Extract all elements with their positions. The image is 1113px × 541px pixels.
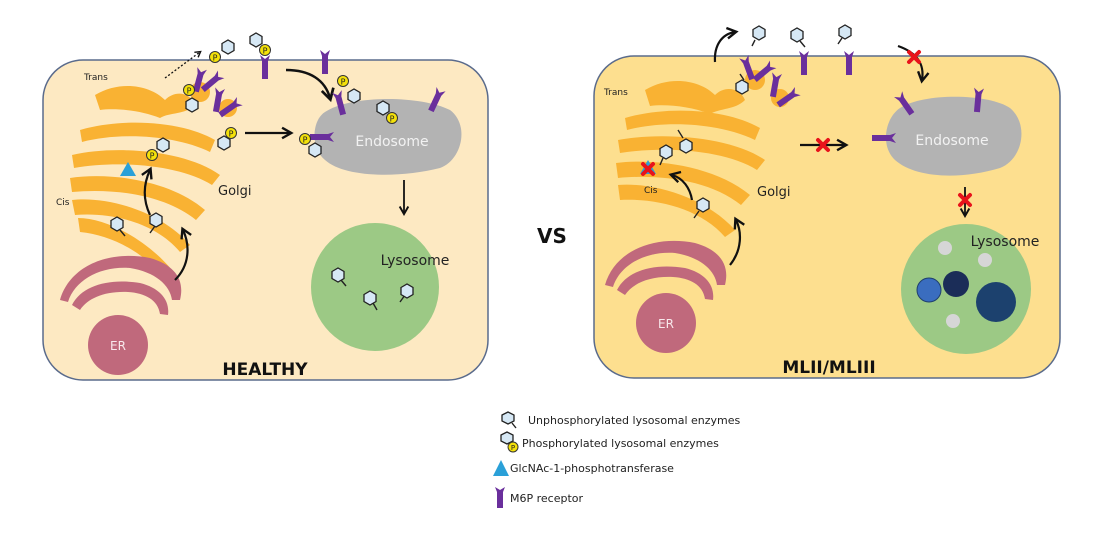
healthy-golgi-label: Golgi — [218, 184, 252, 199]
legend-item-phosphorylated: P Phosphorylated lysosomal enzymes — [500, 431, 800, 455]
legend-label: M6P receptor — [510, 492, 584, 505]
healthy-er-label: ER — [110, 339, 126, 353]
disease-trans-label: Trans — [603, 88, 628, 98]
unphosphorylated-enzyme-icon — [399, 283, 414, 303]
healthy-lysosome-label: Lysosome — [381, 253, 450, 269]
phosphorylated-enzyme-icon: P — [500, 431, 519, 453]
legend-item-m6p-receptor: M6P receptor — [495, 487, 800, 510]
healthy-title: HEALTHY — [222, 360, 308, 380]
disease-arrow-secretion — [713, 26, 739, 63]
legend-label: Phosphorylated lysosomal enzymes — [522, 437, 719, 450]
svg-text:P: P — [511, 444, 515, 452]
accumulated-storage-material — [916, 241, 1016, 328]
healthy-arrow-membrane-to-endosome — [285, 68, 335, 103]
healthy-panel: ER Endosome Lysosome Trans Cis Golgi HEA… — [42, 32, 489, 381]
unphosphorylated-enzyme-icon — [677, 129, 693, 154]
disease-golgi-label: Golgi — [757, 185, 791, 200]
unphosphorylated-enzyme-icon — [363, 290, 378, 311]
glcnac-triangle-icon — [493, 460, 509, 476]
unphosphorylated-enzyme-icon — [659, 144, 673, 166]
healthy-arrow-er-to-golgi — [174, 226, 192, 281]
m6p-receptor-icon — [495, 487, 505, 508]
disease-arrow-er-to-golgi — [729, 216, 745, 266]
legend-label: GlcNAc-1-phosphotransferase — [510, 462, 674, 475]
unphosphorylated-enzyme-icon — [331, 267, 347, 287]
unphosphorylated-enzyme-icon — [751, 25, 766, 47]
legend-item-unphosphorylated: Unphosphorylated lysosomal enzymes — [500, 410, 800, 430]
disease-arrow-to-cis — [668, 170, 694, 201]
unphosphorylated-enzyme-icon — [837, 24, 852, 45]
healthy-lysosome — [311, 223, 439, 351]
phosphorylated-enzyme-icon — [209, 39, 235, 63]
unphosphorylated-enzyme-icon — [501, 411, 517, 429]
phosphorylated-enzyme-icon — [249, 32, 271, 56]
healthy-arrow-cis-to-mid — [141, 166, 153, 216]
unphosphorylated-enzyme-icon — [735, 73, 749, 95]
disease-er-label: ER — [658, 317, 674, 331]
healthy-er — [60, 255, 182, 375]
healthy-trans-label: Trans — [83, 73, 108, 83]
legend-item-glcnac: GlcNAc-1-phosphotransferase — [493, 458, 800, 480]
disease-lysosome-label: Lysosome — [971, 234, 1040, 250]
healthy-endosome-label: Endosome — [355, 134, 428, 150]
unphosphorylated-enzyme-icon — [149, 212, 163, 234]
disease-endosome — [885, 96, 1022, 176]
unphosphorylated-enzyme-icon — [110, 216, 126, 237]
healthy-cis-label: Cis — [56, 198, 70, 208]
unphosphorylated-enzyme-icon — [693, 197, 710, 219]
disease-er — [605, 240, 727, 353]
disease-cis-label: Cis — [644, 186, 658, 196]
versus-label: VS — [537, 224, 567, 248]
disease-panel: ER Endosome Lysosome Trans Cis Golgi MLI… — [593, 24, 1061, 379]
unphosphorylated-enzyme-icon — [790, 27, 806, 48]
legend-label: Unphosphorylated lysosomal enzymes — [528, 414, 741, 427]
healthy-endosome — [314, 98, 462, 175]
glcnac-triangle-blocked-icon — [640, 160, 656, 176]
healthy-arrow-secretion — [164, 50, 202, 79]
glcnac-triangle-icon — [120, 162, 136, 176]
disease-title: MLII/MLIII — [782, 358, 875, 378]
disease-endosome-label: Endosome — [915, 133, 988, 149]
